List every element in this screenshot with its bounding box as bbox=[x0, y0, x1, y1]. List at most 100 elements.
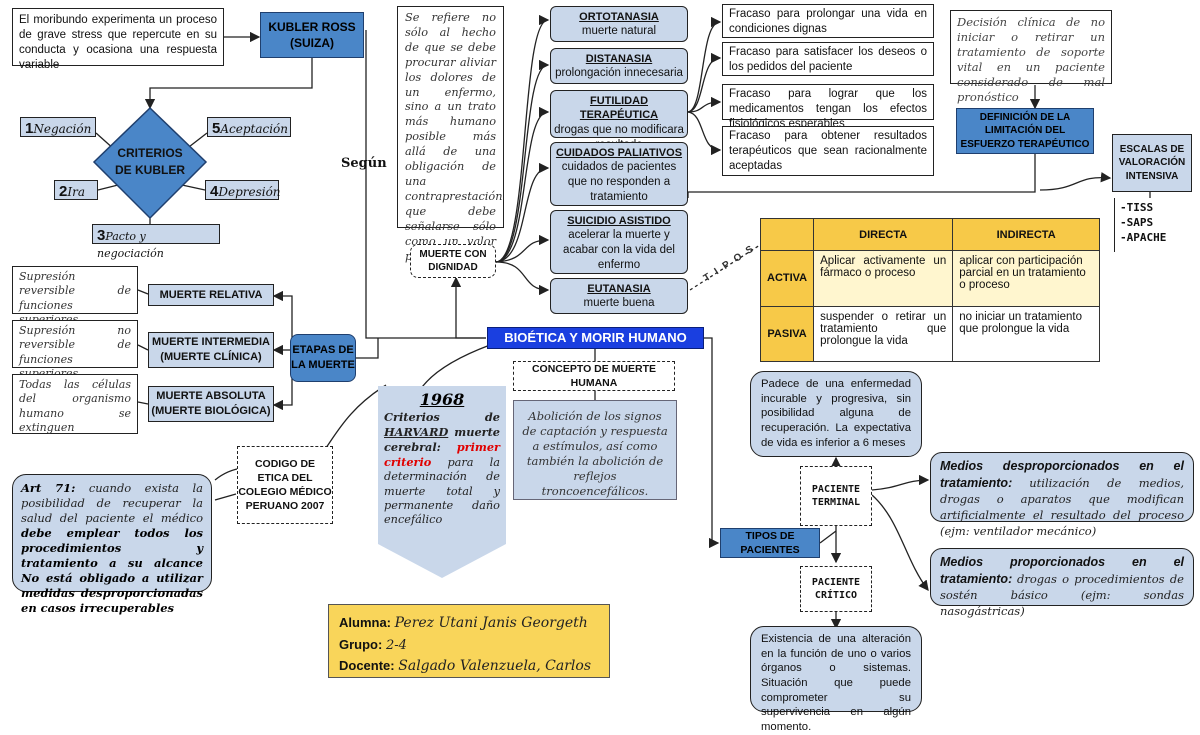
scales-title: ESCALAS DE VALORACIÓN INTENSIVA bbox=[1118, 143, 1186, 182]
type-futilidad[interactable]: FUTILIDAD TERAPÉUTICA drogas que no modi… bbox=[550, 90, 688, 151]
kubler-country: (SUIZA) bbox=[290, 36, 334, 50]
type-ortotanasia[interactable]: ORTOTANASIA muerte natural bbox=[550, 6, 688, 42]
paciente-critico[interactable]: PACIENTE CRÍTICO bbox=[800, 566, 872, 612]
stage-2-num: 2 bbox=[59, 183, 68, 200]
intermedia-desc-text: Supresión no reversible de funciones sup… bbox=[19, 324, 131, 380]
matrix-pasiva-indirecta: no iniciar un tratamiento que prolongue … bbox=[952, 305, 1100, 362]
muerte-relativa[interactable]: MUERTE RELATIVA bbox=[148, 284, 274, 306]
concept-desc: Abolición de los signos de captación y r… bbox=[513, 400, 677, 500]
ortotanasia-title: ORTOTANASIA bbox=[579, 11, 659, 23]
absoluta-desc: Todas las células del organismo humano s… bbox=[12, 374, 138, 434]
concept-title-box[interactable]: CONCEPTO DE MUERTE HUMANA bbox=[513, 361, 675, 391]
medios-proporcionados: Medios proporcionados en el tratamiento:… bbox=[930, 548, 1194, 618]
type-suicidio[interactable]: SUICIDIO ASISTIDO acelerar la muerte y a… bbox=[550, 210, 688, 274]
kubler-intro: El moribundo experimenta un proceso de g… bbox=[12, 8, 224, 71]
docente-label: Docente: bbox=[339, 657, 395, 673]
limitation-title: DEFINICIÓN DE LA LIMITACIÓN DEL ESFUERZO… bbox=[960, 111, 1090, 150]
stage-3-num: 3 bbox=[97, 227, 106, 244]
stage-4[interactable]: 4Depresión bbox=[205, 180, 281, 200]
stage-5[interactable]: 5Aceptación bbox=[207, 117, 291, 137]
criteria-line-2: DE KUBLER bbox=[114, 162, 185, 177]
etapas-muerte[interactable]: ETAPAS DE LA MUERTE bbox=[290, 334, 356, 382]
distanasia-title: DISTANASIA bbox=[585, 53, 653, 65]
art71-box: Art 71: cuando exista la posibilidad de … bbox=[12, 474, 212, 615]
dignidad-note: Se refiere no sólo al hecho de que se de… bbox=[397, 6, 504, 263]
tipos-pacientes-label: TIPOS DE PACIENTES bbox=[740, 529, 800, 556]
dignidad-label: MUERTE CON DIGNIDAD bbox=[419, 248, 487, 274]
kubler-ross-box[interactable]: KUBLER ROSS (SUIZA) bbox=[260, 12, 364, 58]
scales-box[interactable]: ESCALAS DE VALORACIÓN INTENSIVA bbox=[1112, 134, 1192, 192]
intermedia-desc: Supresión no reversible de funciones sup… bbox=[12, 320, 138, 380]
concept-title: CONCEPTO DE MUERTE HUMANA bbox=[531, 362, 657, 389]
kubler-title: KUBLER ROSS bbox=[268, 19, 356, 34]
etapas-label: ETAPAS DE LA MUERTE bbox=[291, 344, 355, 371]
failure-1-text: Fracaso para prolongar una vida en condi… bbox=[729, 8, 927, 35]
suicidio-title: SUICIDIO ASISTIDO bbox=[567, 215, 671, 227]
stage-4-num: 4 bbox=[210, 183, 219, 200]
stage-2[interactable]: 2Ira bbox=[54, 180, 98, 200]
futilidad-title: FUTILIDAD TERAPÉUTICA bbox=[579, 95, 659, 122]
harvard-year: 1968 bbox=[419, 390, 465, 409]
scale-tiss: -TISS bbox=[1120, 201, 1154, 214]
dignidad-note-text: Se refiere no sólo al hecho de que se de… bbox=[405, 11, 503, 263]
ortotanasia-desc: muerte natural bbox=[581, 25, 657, 38]
harvard-t5: para la determinación de muerte total y … bbox=[384, 456, 501, 526]
medios-desproporcionados: Medios desproporcionados en el tratamien… bbox=[930, 452, 1194, 538]
failure-2: Fracaso para satisfacer los deseos o los… bbox=[722, 42, 934, 76]
grupo-value: 2-4 bbox=[385, 637, 407, 653]
student-card: Alumna: Perez Utani Janis Georgeth Grupo… bbox=[328, 604, 610, 678]
eutanasia-title: EUTANASIA bbox=[587, 283, 651, 295]
stage-5-num: 5 bbox=[212, 120, 221, 137]
limitation-definition[interactable]: DEFINICIÓN DE LA LIMITACIÓN DEL ESFUERZO… bbox=[956, 108, 1094, 154]
relativa-desc: Supresión reversible de funciones superi… bbox=[12, 266, 138, 326]
codigo-etica[interactable]: CODIGO DE ETICA DEL COLEGIO MÉDICO PERUA… bbox=[237, 446, 333, 524]
paciente-terminal-label: PACIENTE TERMINAL bbox=[811, 483, 861, 509]
failure-2-text: Fracaso para satisfacer los deseos o los… bbox=[729, 46, 927, 73]
critico-desc-text: Existencia de una alteración en la funci… bbox=[761, 633, 911, 734]
alumna-value: Perez Utani Janis Georgeth bbox=[394, 615, 588, 631]
kubler-intro-text: El moribundo experimenta un proceso de g… bbox=[19, 14, 217, 71]
type-distanasia[interactable]: DISTANASIA prolongación innecesaria bbox=[550, 48, 688, 84]
main-title-text: BIOÉTICA Y MORIR HUMANO bbox=[504, 330, 687, 346]
scale-saps: -SAPS bbox=[1120, 215, 1154, 229]
paciente-terminal[interactable]: PACIENTE TERMINAL bbox=[800, 466, 872, 526]
type-paliativos[interactable]: CUIDADOS PALIATIVOS cuidados de paciente… bbox=[550, 142, 688, 206]
stage-3-label: Pacto y negociación bbox=[97, 230, 164, 260]
matrix-col-directa: DIRECTA bbox=[813, 218, 954, 251]
muerte-absoluta-label: MUERTE ABSOLUTA (MUERTE BIOLÓGICA) bbox=[151, 390, 271, 417]
concept-desc-text: Abolición de los signos de captación y r… bbox=[522, 409, 668, 498]
muerte-relativa-label: MUERTE RELATIVA bbox=[159, 288, 263, 301]
stage-3[interactable]: 3Pacto y negociación bbox=[92, 224, 220, 260]
type-eutanasia[interactable]: EUTANASIA muerte buena bbox=[550, 278, 688, 314]
muerte-con-dignidad[interactable]: MUERTE CON DIGNIDAD bbox=[410, 244, 496, 278]
criteria-label: CRITERIOS DE KUBLER bbox=[108, 145, 192, 179]
stage-1-label: Negación bbox=[33, 122, 92, 136]
absoluta-desc-text: Todas las células del organismo humano s… bbox=[19, 378, 131, 434]
tipos-pacientes[interactable]: TIPOS DE PACIENTES bbox=[720, 528, 820, 558]
critico-desc: Existencia de una alteración en la funci… bbox=[750, 626, 922, 733]
eutanasia-desc: muerte buena bbox=[583, 297, 655, 310]
muerte-intermedia-label: MUERTE INTERMEDIA (MUERTE CLÍNICA) bbox=[152, 336, 270, 363]
docente-value: Salgado Valenzuela, Carlos bbox=[398, 657, 592, 674]
desprop-desc: utilización de medios, drogas o aparatos… bbox=[940, 475, 1184, 538]
euthanasia-matrix: DIRECTA INDIRECTA ACTIVA Aplicar activam… bbox=[759, 218, 1100, 362]
stage-2-label: Ira bbox=[67, 185, 85, 199]
stage-1[interactable]: 1Negación bbox=[20, 117, 96, 137]
matrix-col-indirecta: INDIRECTA bbox=[952, 218, 1100, 251]
paliativos-desc: cuidados de pacientes que no responden a… bbox=[561, 161, 677, 204]
harvard-t3: muerte cerebral: bbox=[384, 425, 500, 455]
paciente-critico-label: PACIENTE CRÍTICO bbox=[811, 576, 861, 602]
stage-5-label: Aceptación bbox=[220, 122, 289, 136]
muerte-intermedia[interactable]: MUERTE INTERMEDIA (MUERTE CLÍNICA) bbox=[148, 332, 274, 368]
limitation-note-text: Decisión clínica de no iniciar o retirar… bbox=[957, 15, 1105, 104]
muerte-absoluta[interactable]: MUERTE ABSOLUTA (MUERTE BIOLÓGICA) bbox=[148, 386, 274, 422]
limitation-note: Decisión clínica de no iniciar o retirar… bbox=[950, 10, 1112, 104]
main-title[interactable]: BIOÉTICA Y MORIR HUMANO bbox=[487, 327, 704, 349]
terminal-desc: Padece de una enfermedad incurable y pro… bbox=[750, 371, 922, 457]
failure-4-text: Fracaso para obtener resultados terapéut… bbox=[729, 130, 927, 172]
failure-3: Fracaso para lograr que los medicamentos… bbox=[722, 84, 934, 130]
failure-3-text: Fracaso para lograr que los medicamentos… bbox=[729, 88, 927, 130]
alumna-label: Alumna: bbox=[339, 615, 391, 630]
stage-1-num: 1 bbox=[25, 120, 34, 137]
prop-title: Medios proporcionados en el tratamiento: bbox=[940, 555, 1184, 586]
